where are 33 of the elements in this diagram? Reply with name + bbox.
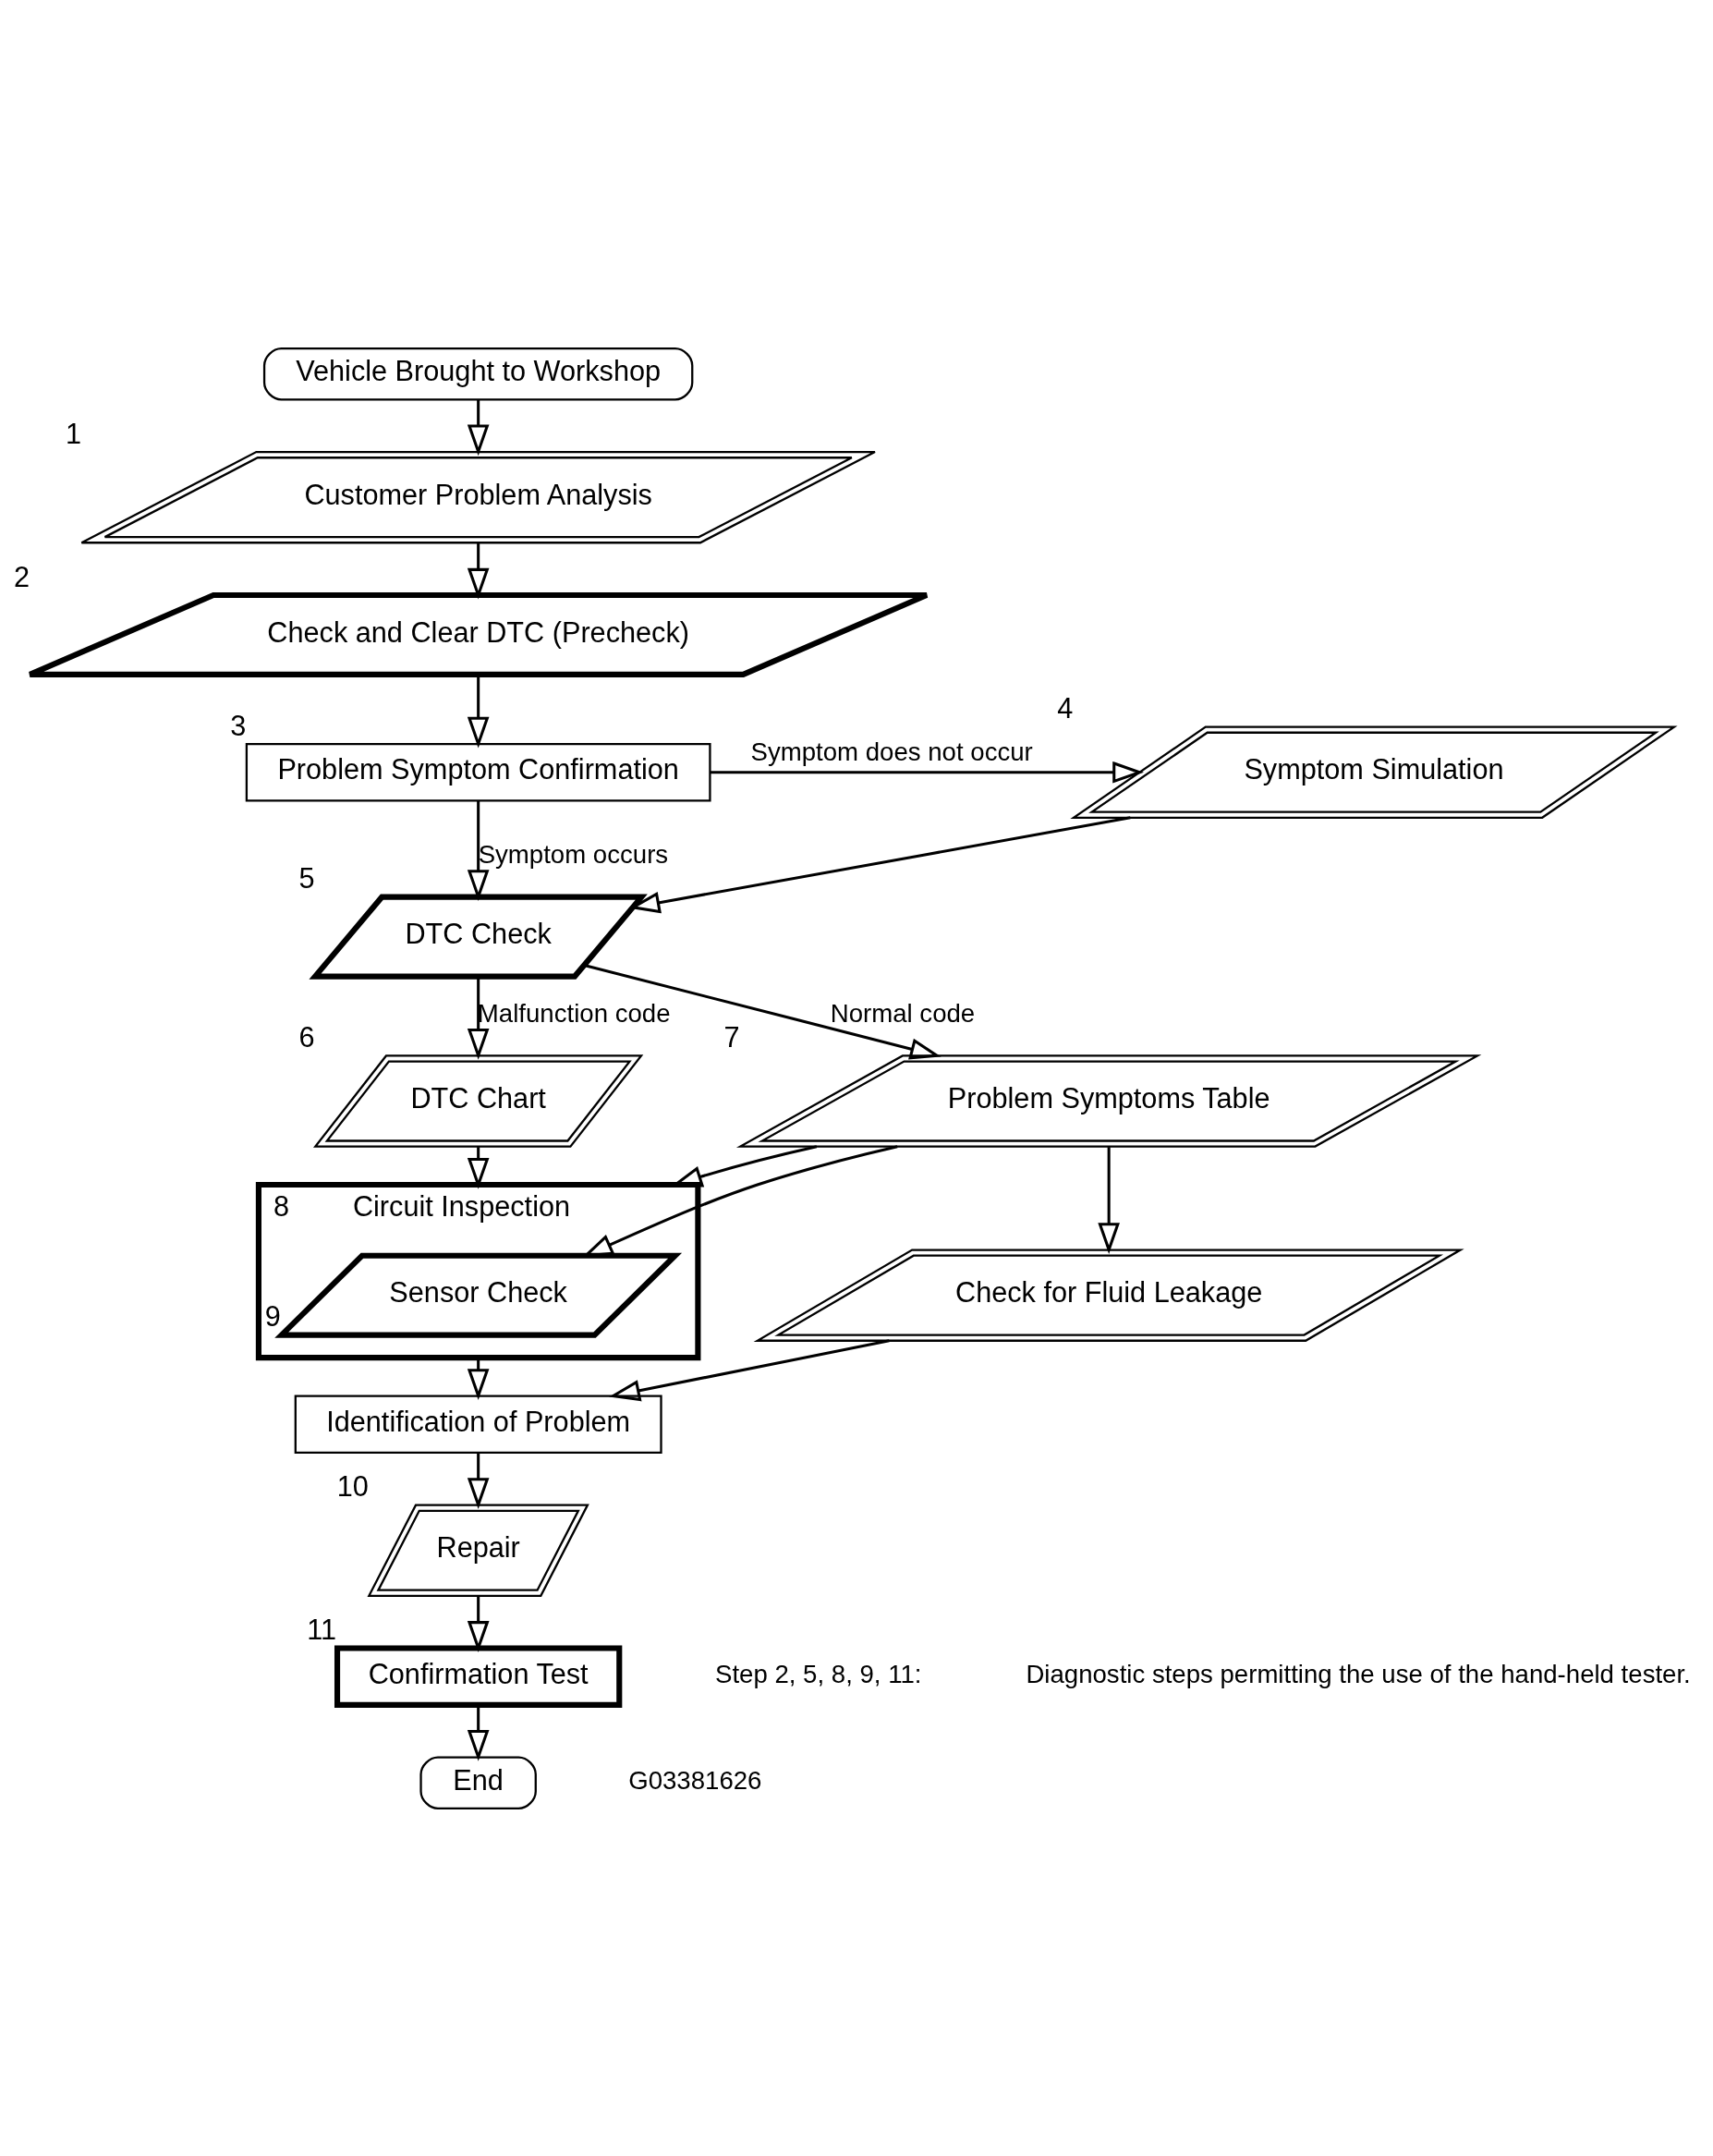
node-label: 5 <box>298 861 315 894</box>
node-label: 3 <box>230 709 247 741</box>
edge-label: Normal code <box>830 998 976 1028</box>
node-label: 11 <box>307 1613 337 1645</box>
arrow <box>710 761 1144 784</box>
node-label: 1 <box>65 417 81 449</box>
node-label: 8 <box>273 1189 290 1222</box>
node-box: Identification of Problem <box>294 1394 662 1454</box>
node-label: 2 <box>13 560 30 592</box>
label: G03381626 <box>628 1765 762 1795</box>
node-box: Problem Symptom Confirmation <box>245 742 711 802</box>
arrow <box>467 800 490 901</box>
node-box: Vehicle Brought to Workshop <box>262 347 694 400</box>
arrow <box>467 1452 490 1509</box>
edge-label: Malfunction code <box>477 998 671 1028</box>
arrow <box>467 1595 490 1652</box>
label: Step 2, 5, 8, 9, 11: <box>715 1659 922 1688</box>
node-label: 4 <box>1057 691 1074 724</box>
node-box: End <box>419 1756 537 1809</box>
arrow <box>583 963 942 1060</box>
arrow <box>467 1146 490 1189</box>
edge-label: Symptom occurs <box>478 839 669 869</box>
edge-label: Symptom does not occur <box>750 737 1033 766</box>
arrow <box>609 1338 890 1401</box>
node-label: 7 <box>723 1020 740 1053</box>
arrow <box>467 976 490 1060</box>
node-box: Confirmation Test <box>334 1645 623 1708</box>
arrow <box>467 399 490 456</box>
arrow <box>1098 1146 1120 1254</box>
node-label: 6 <box>298 1020 315 1053</box>
arrow <box>467 542 490 600</box>
label: Diagnostic steps permitting the use of the hand-held tester. <box>1026 1659 1691 1688</box>
node-label: 10 <box>336 1469 369 1502</box>
